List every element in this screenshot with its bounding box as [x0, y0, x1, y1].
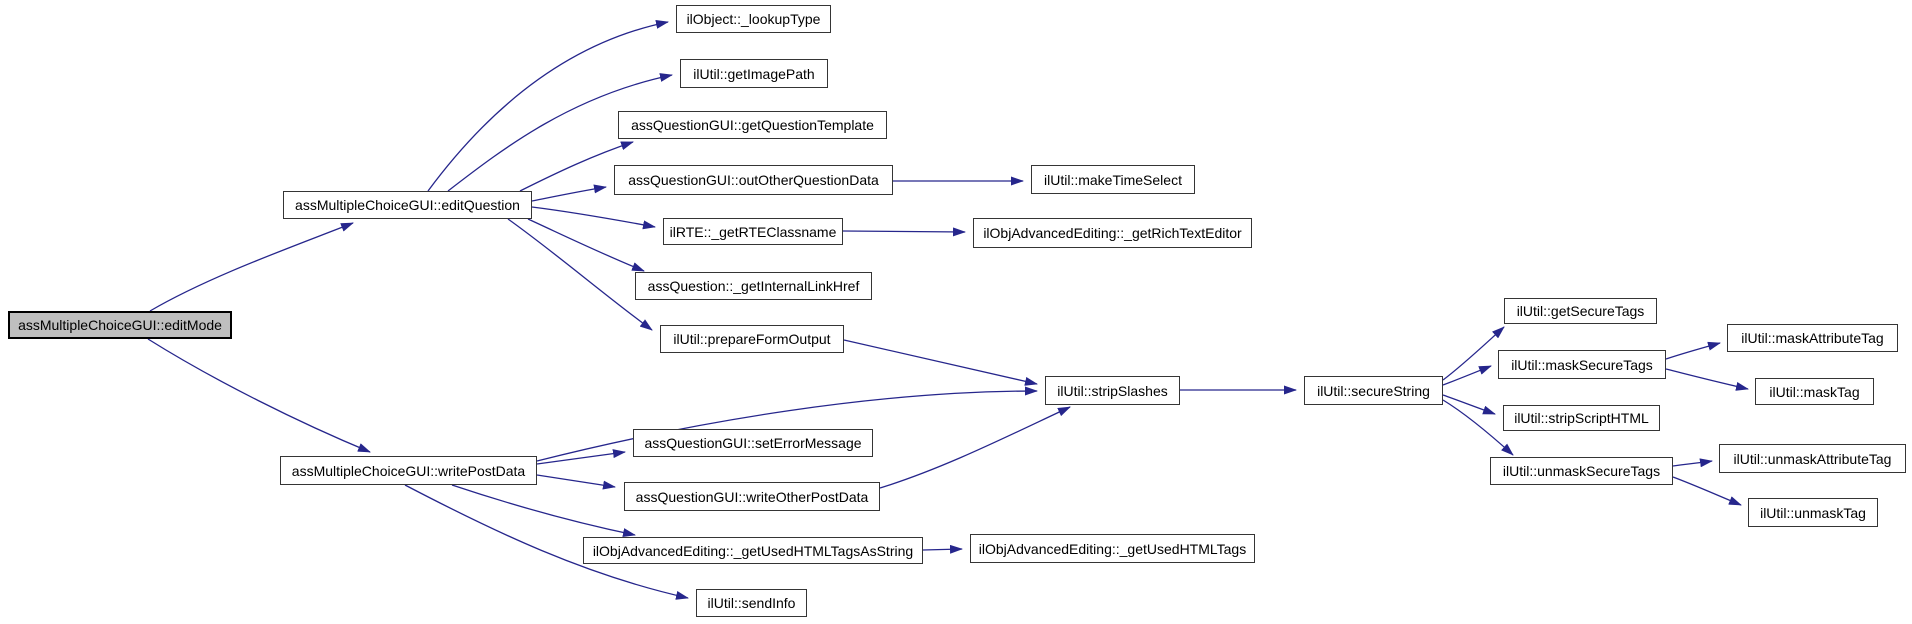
node-edit-question[interactable]: assMultipleChoiceGUI::editQuestion: [283, 191, 532, 219]
node-mask-secure-tags[interactable]: ilUtil::maskSecureTags: [1498, 350, 1666, 379]
edge-write-post-data-get-used-html-tags-as-string: [451, 484, 636, 537]
node-get-image-path[interactable]: ilUtil::getImagePath: [680, 59, 828, 88]
node-get-rte-classname[interactable]: ilRTE::_getRTEClassname: [663, 218, 843, 245]
node-lookup-type[interactable]: ilObject::_lookupType: [676, 5, 831, 33]
node-set-error-message[interactable]: assQuestionGUI::setErrorMessage: [633, 429, 873, 457]
node-edit-mode: assMultipleChoiceGUI::editMode: [8, 311, 232, 339]
node-get-rich-text-editor[interactable]: ilObjAdvancedEditing::_getRichTextEditor: [973, 218, 1252, 248]
node-mask-attribute-tag[interactable]: ilUtil::maskAttributeTag: [1727, 324, 1898, 352]
node-get-used-html-tags[interactable]: ilObjAdvancedEditing::_getUsedHTMLTags: [970, 534, 1255, 563]
edge-mask-secure-tags-mask-tag: [1665, 368, 1749, 391]
edge-edit-question-get-internal-link-href: [527, 218, 645, 272]
edge-write-post-data-write-other-post-data: [536, 474, 616, 490]
edge-secure-string-strip-script-html: [1442, 394, 1496, 415]
node-write-other-post-data[interactable]: assQuestionGUI::writeOtherPostData: [624, 482, 880, 511]
edge-edit-question-out-other-question-data: [531, 184, 607, 202]
node-write-post-data[interactable]: assMultipleChoiceGUI::writePostData: [280, 456, 537, 485]
edge-edit-question-get-rte-classname: [531, 206, 656, 230]
node-strip-script-html[interactable]: ilUtil::stripScriptHTML: [1503, 405, 1660, 431]
node-strip-slashes[interactable]: ilUtil::stripSlashes: [1045, 376, 1180, 405]
edge-edit-question-lookup-type: [427, 19, 669, 192]
edge-write-post-data-strip-slashes: [536, 386, 1038, 462]
node-get-secure-tags[interactable]: ilUtil::getSecureTags: [1504, 298, 1657, 324]
node-unmask-tag[interactable]: ilUtil::unmaskTag: [1748, 498, 1878, 527]
node-get-used-html-tags-as-string[interactable]: ilObjAdvancedEditing::_getUsedHTMLTagsAs…: [583, 537, 923, 564]
edge-mask-secure-tags-mask-attribute-tag: [1665, 341, 1721, 360]
edge-write-post-data-send-info: [404, 484, 689, 600]
node-unmask-attribute-tag[interactable]: ilUtil::unmaskAttributeTag: [1719, 444, 1906, 473]
edge-write-other-post-data-strip-slashes: [879, 406, 1071, 489]
node-unmask-secure-tags[interactable]: ilUtil::unmaskSecureTags: [1490, 457, 1673, 485]
edge-prepare-form-output-strip-slashes: [843, 339, 1038, 386]
edge-unmask-secure-tags-unmask-tag: [1672, 476, 1742, 506]
edge-edit-question-get-image-path: [447, 73, 673, 192]
edge-get-used-html-tags-as-string-get-used-html-tags: [922, 544, 963, 554]
node-mask-tag[interactable]: ilUtil::maskTag: [1755, 378, 1874, 405]
edge-edit-question-get-question-template: [519, 141, 634, 192]
edge-edit-mode-edit-question: [149, 222, 354, 312]
edge-edit-question-prepare-form-output: [507, 218, 653, 331]
edge-write-post-data-set-error-message: [536, 449, 626, 465]
edge-secure-string-mask-secure-tags: [1442, 365, 1492, 386]
node-secure-string[interactable]: ilUtil::secureString: [1304, 376, 1443, 405]
node-get-question-template[interactable]: assQuestionGUI::getQuestionTemplate: [618, 111, 887, 139]
edge-unmask-secure-tags-unmask-attribute-tag: [1672, 458, 1713, 468]
node-send-info[interactable]: ilUtil::sendInfo: [696, 589, 807, 617]
edge-secure-string-get-secure-tags: [1442, 326, 1505, 381]
node-out-other-question-data[interactable]: assQuestionGUI::outOtherQuestionData: [614, 165, 893, 195]
edge-get-rte-classname-get-rich-text-editor: [842, 227, 966, 237]
node-prepare-form-output[interactable]: ilUtil::prepareFormOutput: [660, 325, 844, 353]
node-get-internal-link-href[interactable]: assQuestion::_getInternalLinkHref: [635, 272, 872, 300]
edge-edit-mode-write-post-data: [147, 338, 371, 453]
edge-secure-string-unmask-secure-tags: [1442, 399, 1514, 456]
node-make-time-select[interactable]: ilUtil::makeTimeSelect: [1031, 165, 1195, 194]
